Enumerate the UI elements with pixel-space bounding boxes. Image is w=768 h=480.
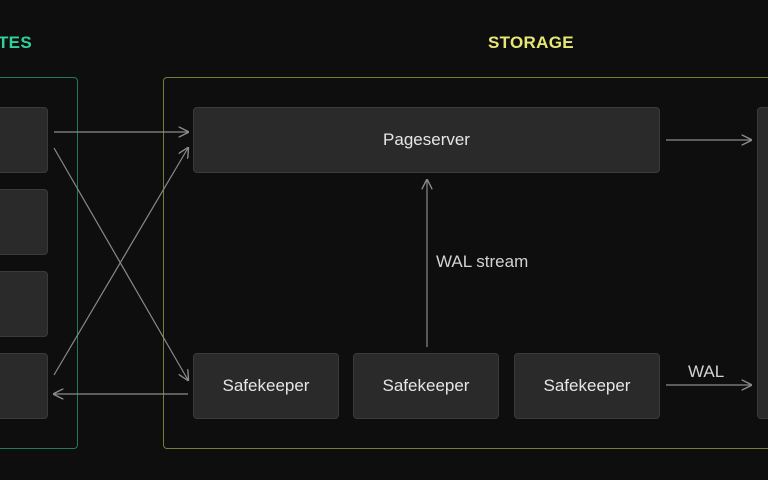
compute-node-1 (0, 107, 48, 173)
safekeeper-node-1: Safekeeper (193, 353, 339, 419)
external-storage-node (757, 107, 768, 419)
compute-node-4 (0, 353, 48, 419)
edge-compute1-to-safekeeper (53, 147, 188, 380)
safekeeper-label: Safekeeper (222, 376, 310, 395)
pageserver-label: Pageserver (383, 130, 470, 149)
edge-compute4-to-pageserver (53, 148, 188, 376)
wal-stream-label: WAL stream (436, 252, 529, 271)
compute-group (0, 77, 78, 449)
pageserver-node: Pageserver (193, 107, 660, 173)
compute-node-2 (0, 189, 48, 255)
safekeeper-node-3: Safekeeper (514, 353, 660, 419)
compute-section-label: TES (0, 33, 32, 52)
safekeeper-node-2: Safekeeper (353, 353, 499, 419)
compute-node-3 (0, 271, 48, 337)
storage-group (163, 77, 768, 449)
safekeeper-label: Safekeeper (382, 376, 470, 395)
safekeeper-label: Safekeeper (543, 376, 631, 395)
wal-label: WAL (688, 362, 725, 381)
storage-section-label: STORAGE (488, 33, 574, 52)
